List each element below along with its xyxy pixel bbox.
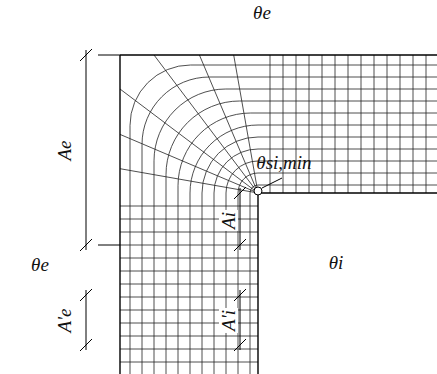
grid-line [387, 55, 388, 193]
grid-line [142, 77, 437, 374]
grid-line [234, 55, 258, 193]
grid-line [154, 89, 437, 374]
grid-line [309, 55, 310, 193]
temperature-label: θe [31, 255, 49, 274]
grid-line [120, 232, 258, 233]
temperature-label: θi [329, 253, 344, 272]
dimension-label: Ae [54, 138, 73, 162]
dimension-label: A'e [54, 306, 73, 334]
grid-line [120, 169, 258, 193]
grid-line [413, 55, 414, 193]
grid-line [238, 173, 437, 374]
grid-line [166, 101, 437, 374]
grid-line [250, 185, 437, 374]
grid-line [120, 271, 258, 272]
grid-line [296, 55, 297, 193]
grid-line [154, 55, 258, 193]
grid-line [361, 55, 362, 193]
grid-line [120, 206, 258, 207]
grid-line [426, 55, 427, 193]
grid-line [120, 336, 258, 337]
grid-line [283, 55, 284, 193]
grid-line [120, 349, 258, 350]
grid-line [120, 284, 258, 285]
grid-line [374, 55, 375, 193]
grid-line [120, 362, 258, 363]
grid-line [120, 89, 258, 193]
grid-line [270, 55, 271, 193]
grid-line [322, 55, 323, 193]
grid-line [226, 161, 437, 374]
grid-line [348, 55, 349, 193]
grid-line [400, 55, 401, 193]
grid-line [120, 245, 258, 246]
grid-line [202, 137, 437, 374]
grid-line [120, 134, 258, 193]
dimension-label: A'i [218, 308, 237, 333]
temperature-label: θsi,min [256, 153, 311, 172]
grid-line [120, 258, 258, 259]
grid-line [214, 149, 437, 374]
grid-line [335, 55, 336, 193]
temperature-label: θe [253, 3, 271, 22]
dimension-label: Ai [218, 210, 237, 231]
grid-line [199, 55, 258, 193]
grid-line [130, 65, 437, 374]
grid-line [178, 113, 437, 374]
